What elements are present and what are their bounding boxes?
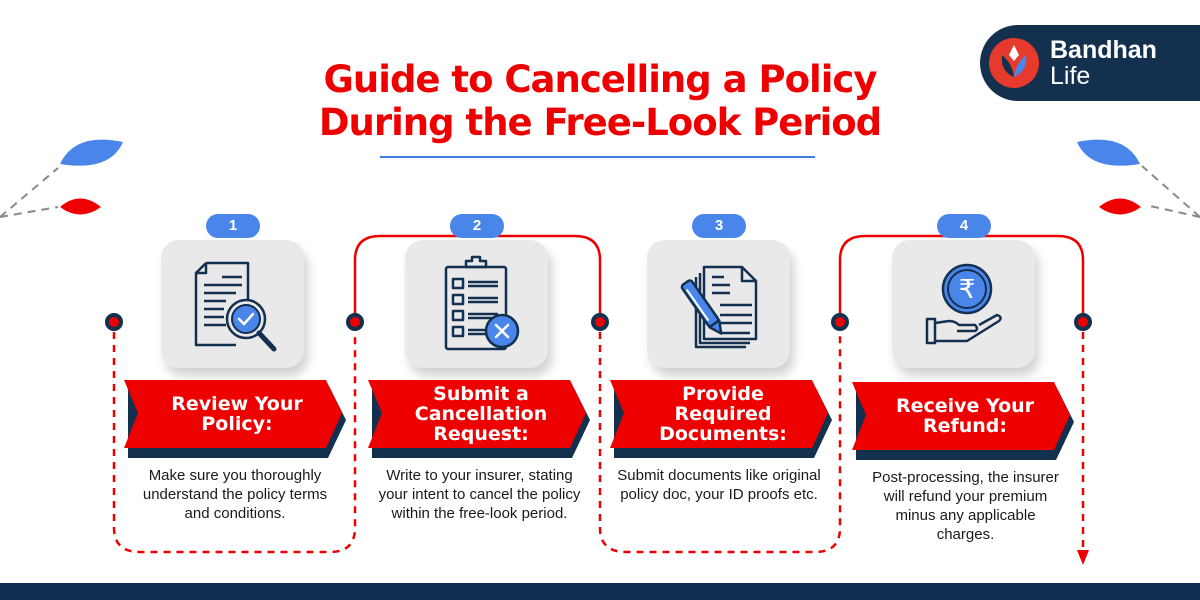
- logo-name-line1: Bandhan: [1050, 35, 1157, 64]
- bandhan-life-logo: Bandhan Life: [980, 25, 1200, 101]
- step-heading-banner: Receive Your Refund:: [850, 382, 1076, 462]
- ribbon-shape: [124, 380, 346, 458]
- lotus-logo-icon: [989, 38, 1039, 88]
- ribbon-shape: [852, 382, 1074, 460]
- step-number-badge: 3: [692, 214, 746, 238]
- connector-dot: [591, 313, 609, 331]
- step-number-badge: 4: [937, 214, 991, 238]
- step-description: Submit documents like original policy do…: [617, 467, 821, 503]
- page-title: Guide to Cancelling a Policy During the …: [0, 58, 1200, 144]
- step-heading: Provide Required Documents:: [659, 383, 787, 445]
- connector-dot: [105, 313, 123, 331]
- documents-pen-icon: [680, 265, 757, 349]
- step-icon-card: [647, 240, 790, 368]
- hand-rupee-coin-icon: ₹: [925, 263, 1002, 345]
- step-heading: Submit a Cancellation Request:: [414, 383, 548, 445]
- step-description: Make sure you thoroughly understand the …: [142, 467, 328, 522]
- step-heading-banner: Provide Required Documents:: [608, 380, 834, 460]
- title-line-1: Guide to Cancelling a Policy: [323, 58, 878, 101]
- connector-dot: [831, 313, 849, 331]
- step-heading: Review Your Policy:: [171, 393, 303, 435]
- title-line-2: During the Free-Look Period: [318, 101, 882, 144]
- step-number-badge: 2: [450, 214, 504, 238]
- step-icon-card: [405, 240, 548, 368]
- connector-dot: [346, 313, 364, 331]
- step-icon-card: ₹: [892, 240, 1035, 368]
- ribbon-shape: [368, 380, 590, 458]
- step-description: Post-processing, the insurer will refund…: [872, 469, 1059, 543]
- step-number-badge: 1: [206, 214, 260, 238]
- document-magnifier-check-icon: [194, 261, 276, 352]
- footer-bar: [0, 583, 1200, 600]
- step-description: Write to your insurer, stating your inte…: [378, 467, 581, 522]
- logo-name-line2: Life: [1050, 61, 1091, 90]
- ribbon-shape: [610, 380, 832, 458]
- connector-dot: [1074, 313, 1092, 331]
- title-divider: [380, 156, 815, 158]
- rupee-icon: ₹: [958, 275, 975, 305]
- step-heading: Receive Your Refund:: [895, 395, 1035, 437]
- step-icon-card: [161, 240, 304, 368]
- step-heading-banner: Review Your Policy:: [122, 380, 348, 460]
- clipboard-checklist-cancel-icon: [444, 255, 519, 351]
- step-heading-banner: Submit a Cancellation Request:: [366, 380, 592, 460]
- arrow-down-icon: [1077, 550, 1089, 565]
